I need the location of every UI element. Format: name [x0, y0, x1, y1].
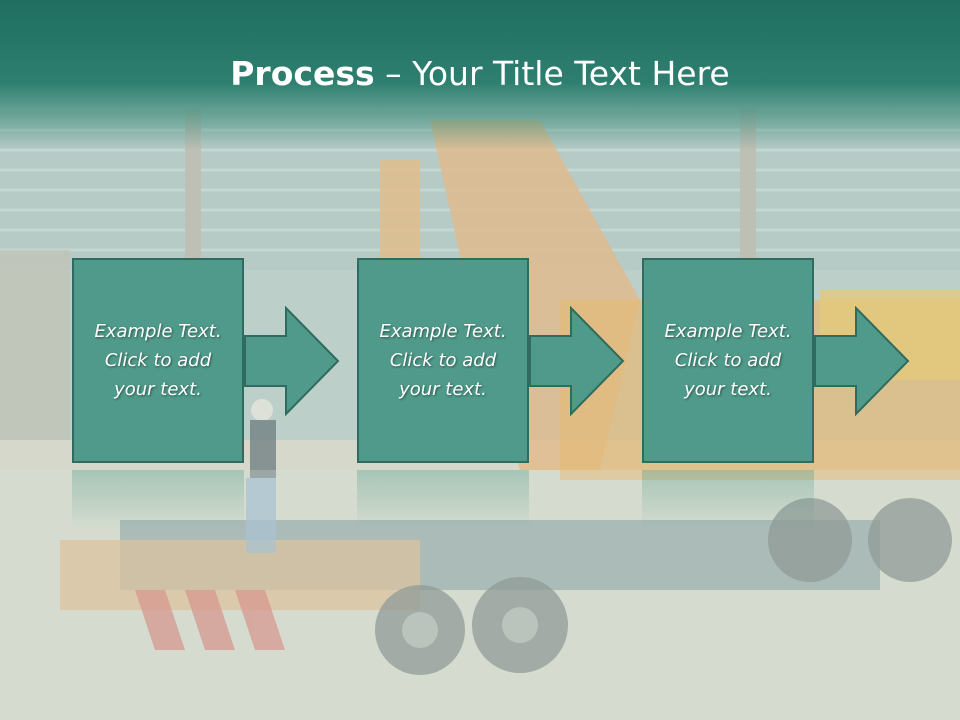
step-2-text: Example Text. Click to add your text. [379, 317, 506, 404]
slide-title[interactable]: Process – Your Title Text Here [0, 52, 960, 96]
step-3-arrow[interactable] [814, 306, 912, 416]
step-3-line-2: Click to add [674, 350, 782, 371]
step-2-reflection [357, 470, 529, 530]
step-2-line-3: your text. [399, 379, 487, 400]
title-bold: Process [230, 54, 375, 93]
step-2-arrow[interactable] [529, 306, 627, 416]
title-rest: – Your Title Text Here [374, 54, 730, 93]
step-3-reflection [642, 470, 814, 530]
step-1-reflection [72, 470, 244, 530]
step-1-line-2: Click to add [104, 350, 212, 371]
step-1-text: Example Text. Click to add your text. [94, 317, 221, 404]
step-2-box[interactable]: Example Text. Click to add your text. [357, 258, 529, 463]
step-3-text: Example Text. Click to add your text. [664, 317, 791, 404]
step-3-box[interactable]: Example Text. Click to add your text. [642, 258, 814, 463]
step-3-line-3: your text. [684, 379, 772, 400]
step-2-line-1: Example Text. [379, 321, 507, 342]
step-1-box[interactable]: Example Text. Click to add your text. [72, 258, 244, 463]
step-2-line-2: Click to add [389, 350, 497, 371]
step-3-line-1: Example Text. [664, 321, 792, 342]
step-1-line-3: your text. [114, 379, 202, 400]
step-1-line-1: Example Text. [94, 321, 222, 342]
step-1-arrow[interactable] [244, 306, 342, 416]
title-bar [0, 0, 960, 150]
